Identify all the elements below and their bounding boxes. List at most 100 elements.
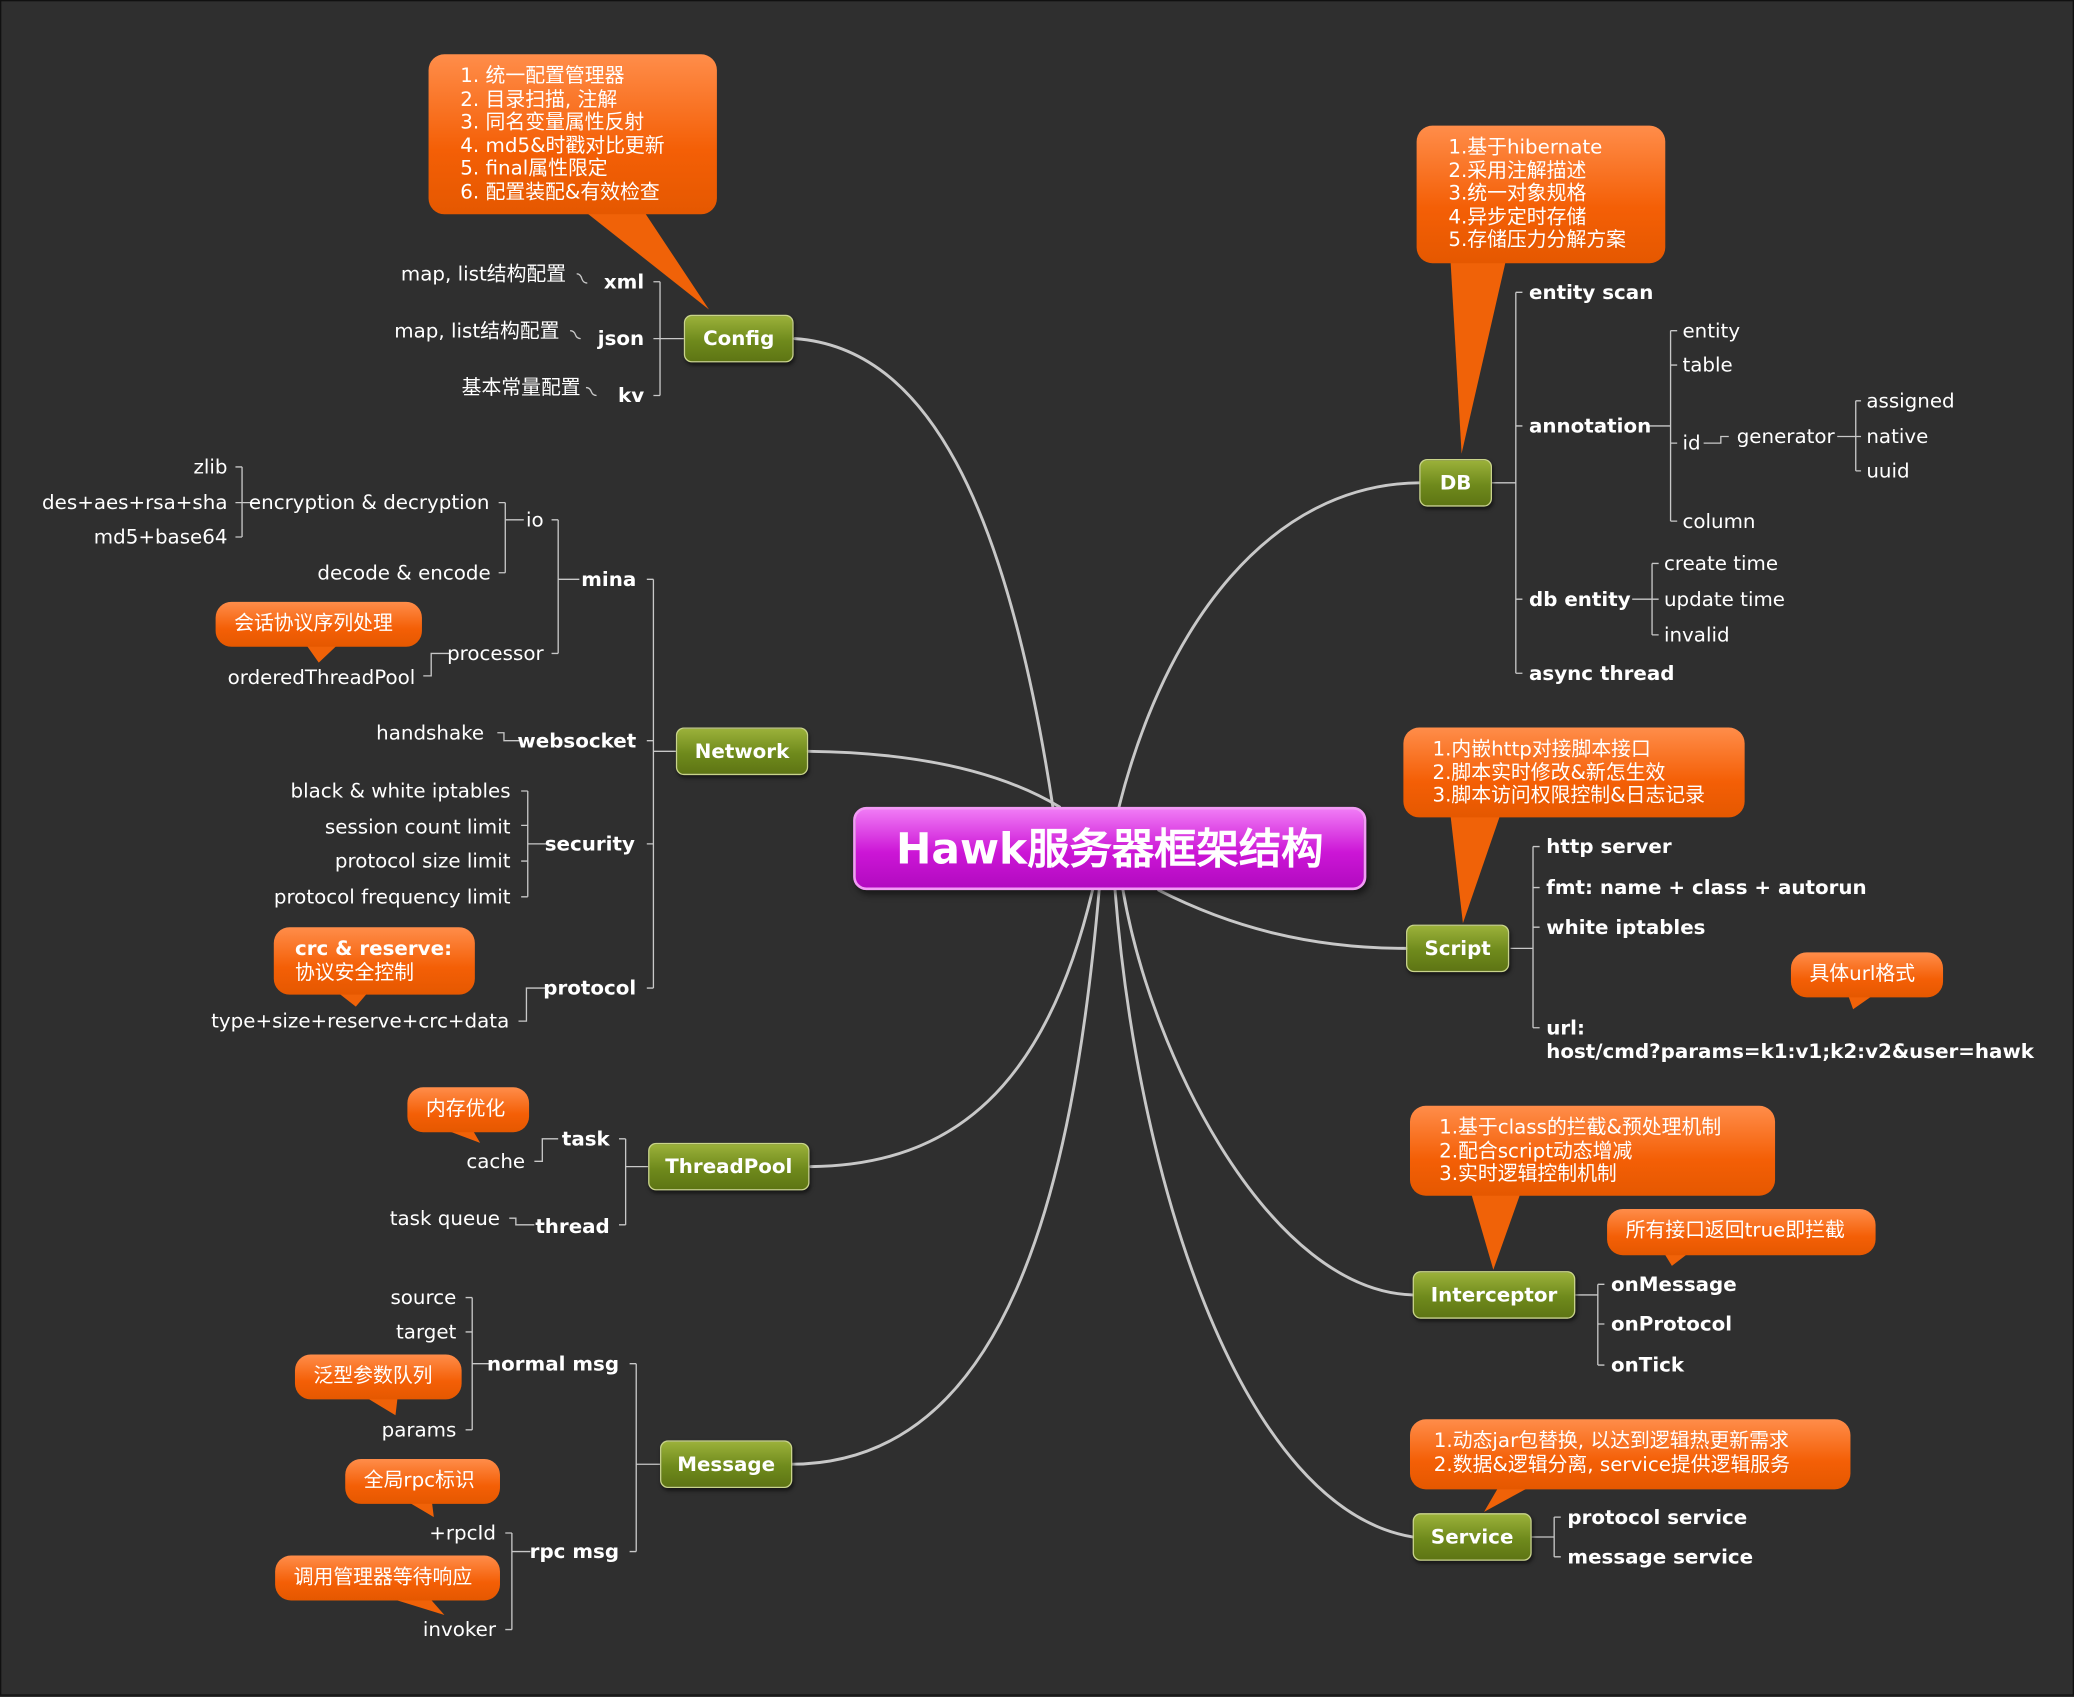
task-callout: 内存优化 — [407, 1087, 530, 1133]
threadpool-thread[interactable]: thread — [535, 1214, 610, 1239]
annotation-table[interactable]: table — [1682, 353, 1733, 377]
message-rpc[interactable]: rpc msg — [529, 1539, 620, 1564]
generator-assigned[interactable]: assigned — [1866, 388, 1955, 413]
id-generator[interactable]: generator — [1736, 424, 1835, 449]
db-callout-line: 3.统一对象规格 — [1448, 181, 1587, 206]
thread-task-queue[interactable]: task queue — [389, 1206, 500, 1231]
service-message[interactable]: message service — [1567, 1544, 1754, 1569]
processor-callout: 会话协议序列处理 — [215, 601, 422, 647]
io-encryption[interactable]: encryption & decryption — [248, 490, 490, 515]
config-kv[interactable]: kv — [618, 383, 645, 408]
annotation-entity[interactable]: entity — [1682, 318, 1741, 343]
branch-interceptor[interactable]: Interceptor — [1412, 1271, 1576, 1319]
security-item[interactable]: session count limit — [324, 814, 511, 839]
generator-native[interactable]: native — [1866, 424, 1929, 449]
config-callout-line: 4. md5&时戳对比更新 — [460, 132, 665, 157]
mina-processor[interactable]: processor — [447, 641, 544, 666]
db-callout-line: 4.异步定时存储 — [1448, 204, 1587, 229]
rpc-rpcid[interactable]: +rpcId — [429, 1521, 497, 1545]
central-topic[interactable]: Hawk服务器框架结构 — [853, 806, 1367, 891]
network-mina[interactable]: mina — [581, 567, 637, 592]
db-callout-line: 1.基于hibernate — [1448, 134, 1603, 159]
config-xml[interactable]: xml — [603, 269, 645, 294]
db-db-entity[interactable]: db entity — [1529, 587, 1631, 612]
dbentity-invalid[interactable]: invalid — [1663, 622, 1730, 647]
service-callout-line: 2.数据&逻辑分离, service提供逻辑服务 — [1433, 1451, 1790, 1476]
config-callout-line: 3. 同名变量属性反射 — [460, 109, 645, 134]
config-callout: 1. 统一配置管理器 2. 目录扫描, 注解 3. 同名变量属性反射 4. md… — [428, 54, 717, 215]
config-kv-leaf[interactable]: 基本常量配置 — [461, 375, 581, 400]
interceptor-ontick[interactable]: onTick — [1611, 1353, 1685, 1377]
interceptor-callout-line: 3.实时逻辑控制机制 — [1439, 1161, 1617, 1186]
script-callout: 1.内嵌http对接脚本接口 2.脚本实时修改&新怎生效 3.脚本访问权限控制&… — [1403, 727, 1745, 818]
io-decode[interactable]: decode & encode — [317, 560, 491, 585]
security-item[interactable]: protocol frequency limit — [273, 884, 511, 909]
config-json-leaf[interactable]: map, list结构配置 — [394, 318, 560, 343]
service-protocol[interactable]: protocol service — [1567, 1505, 1748, 1530]
db-callout-line: 5.存储压力分解方案 — [1448, 227, 1627, 252]
script-callout-line: 3.脚本访问权限控制&日志记录 — [1432, 783, 1705, 807]
protocol-leaf[interactable]: type+size+reserve+crc+data — [211, 1009, 510, 1034]
interceptor-callout-line: 2.配合script动态增减 — [1439, 1138, 1633, 1162]
script-callout-line: 2.脚本实时修改&新怎生效 — [1432, 759, 1666, 784]
dbentity-create-time[interactable]: create time — [1663, 551, 1779, 576]
config-xml-leaf[interactable]: map, list结构配置 — [400, 261, 567, 286]
interceptor-onmessage[interactable]: onMessage — [1611, 1272, 1737, 1297]
script-callout-line: 1.内嵌http对接脚本接口 — [1432, 736, 1651, 761]
branch-service[interactable]: Service — [1412, 1513, 1532, 1561]
normal-params[interactable]: params — [381, 1417, 457, 1442]
normal-source[interactable]: source — [390, 1285, 457, 1310]
generator-uuid[interactable]: uuid — [1866, 458, 1910, 483]
enc-zlib[interactable]: zlib — [193, 455, 228, 479]
config-callout-line: 5. final属性限定 — [460, 156, 608, 180]
branch-db[interactable]: DB — [1419, 458, 1493, 507]
normal-callout: 泛型参数队列 — [294, 1354, 462, 1400]
interceptor-callout-line: 1.基于class的拦截&预处理机制 — [1439, 1115, 1722, 1139]
script-url-value[interactable]: host/cmd?params=k1:v1;k2:v2&user=hawk — [1546, 1039, 2034, 1064]
rpc-callout: 全局rpc标识 — [345, 1458, 500, 1504]
db-annotation[interactable]: annotation — [1529, 414, 1652, 438]
rpc-invoker-callout: 调用管理器等待响应 — [275, 1555, 500, 1601]
branch-config[interactable]: Config — [683, 314, 794, 363]
dbentity-update-time[interactable]: update time — [1663, 587, 1786, 612]
network-security[interactable]: security — [544, 831, 635, 856]
config-callout-line: 2. 目录扫描, 注解 — [460, 86, 618, 111]
url-callout: 具体url格式 — [1790, 952, 1944, 998]
db-async-thread[interactable]: async thread — [1529, 661, 1675, 686]
websocket-handshake[interactable]: handshake — [376, 720, 485, 745]
protocol-callout-line: crc & reserve: — [294, 936, 453, 961]
normal-target[interactable]: target — [396, 1320, 457, 1344]
rpc-invoker[interactable]: invoker — [422, 1617, 497, 1642]
script-fmt[interactable]: fmt: name + class + autorun — [1546, 875, 1867, 900]
task-cache[interactable]: cache — [466, 1149, 526, 1174]
threadpool-task[interactable]: task — [561, 1126, 610, 1151]
enc-des[interactable]: des+aes+rsa+sha — [42, 490, 228, 515]
security-item[interactable]: black & white iptables — [290, 779, 511, 803]
branch-network[interactable]: Network — [675, 727, 809, 776]
network-websocket[interactable]: websocket — [517, 728, 637, 753]
db-entity-scan[interactable]: entity scan — [1529, 280, 1654, 305]
annotation-id[interactable]: id — [1682, 431, 1701, 456]
annotation-column[interactable]: column — [1682, 509, 1756, 534]
message-normal[interactable]: normal msg — [487, 1351, 620, 1376]
protocol-callout-line: 协议安全控制 — [294, 959, 415, 984]
db-callout: 1.基于hibernate 2.采用注解描述 3.统一对象规格 4.异步定时存储… — [1416, 125, 1666, 264]
service-callout: 1.动态jar包替换, 以达到逻辑热更新需求 2.数据&逻辑分离, servic… — [1409, 1419, 1851, 1490]
enc-md5[interactable]: md5+base64 — [93, 525, 228, 549]
interceptor-true-callout: 所有接口返回true即拦截 — [1607, 1208, 1876, 1256]
security-item[interactable]: protocol size limit — [334, 849, 511, 873]
network-protocol[interactable]: protocol — [543, 976, 637, 1000]
mina-io[interactable]: io — [525, 507, 544, 532]
protocol-callout: crc & reserve: 协议安全控制 — [273, 927, 475, 995]
script-white-iptables[interactable]: white iptables — [1546, 915, 1706, 940]
branch-script[interactable]: Script — [1406, 924, 1510, 973]
interceptor-onprotocol[interactable]: onProtocol — [1611, 1312, 1733, 1336]
config-json[interactable]: json — [597, 326, 645, 351]
branch-message[interactable]: Message — [660, 1440, 793, 1489]
processor-ordered[interactable]: orderedThreadPool — [227, 665, 416, 690]
script-url-label[interactable]: url: — [1546, 1015, 1585, 1040]
script-http-server[interactable]: http server — [1546, 834, 1672, 859]
branch-threadpool[interactable]: ThreadPool — [648, 1142, 810, 1191]
interceptor-callout: 1.基于class的拦截&预处理机制 2.配合script动态增减 3.实时逻辑… — [1409, 1105, 1776, 1196]
